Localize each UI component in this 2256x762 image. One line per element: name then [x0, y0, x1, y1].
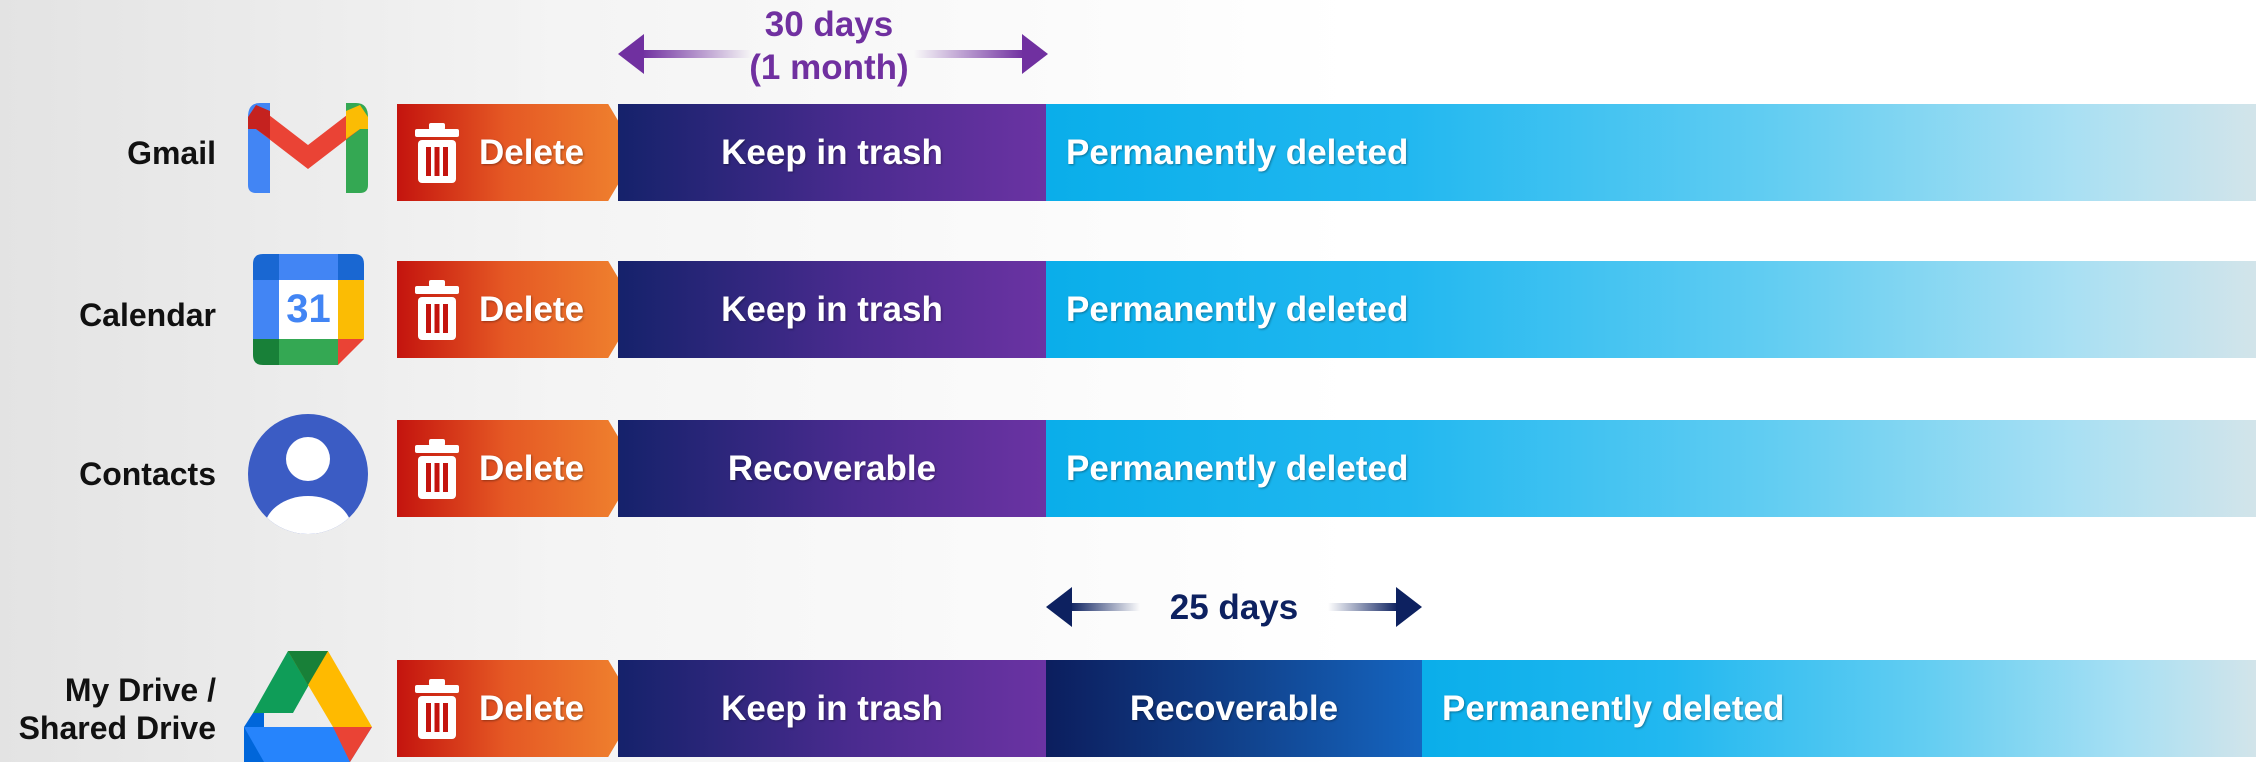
- service-label: Contacts: [79, 456, 216, 492]
- keep-in-trash-stage: Keep in trash: [618, 104, 1046, 201]
- service-label: Gmail: [127, 135, 216, 171]
- drive-icon: [244, 651, 372, 762]
- keep-in-trash-stage: Keep in trash: [618, 660, 1046, 757]
- service-label-line-2: Shared Drive: [18, 710, 216, 746]
- service-label-line-1: My Drive /: [64, 672, 216, 708]
- service-label: My Drive / Shared Drive: [19, 671, 216, 747]
- delete-step: Delete: [397, 420, 637, 517]
- double-arrow-icon: [1046, 587, 1422, 627]
- contacts-icon: [248, 414, 368, 534]
- recoverable-stage: Recoverable: [618, 420, 1046, 517]
- calendar-date: 31: [286, 287, 331, 331]
- trash-icon: [415, 279, 459, 340]
- permanently-deleted-stage: Permanently deleted: [1046, 261, 2256, 358]
- delete-label: Delete: [479, 289, 585, 329]
- annotation-line-1: 30 days: [764, 5, 894, 44]
- double-arrow-icon: [618, 34, 1048, 74]
- gmail-icon: [248, 103, 368, 193]
- permanently-deleted-stage: Permanently deleted: [1046, 420, 2256, 517]
- delete-label: Delete: [479, 688, 585, 728]
- annotation-line-2: (1 month): [749, 48, 909, 87]
- delete-step: Delete: [397, 261, 637, 358]
- delete-label: Delete: [479, 132, 585, 172]
- trash-icon: [415, 122, 459, 183]
- trash-icon: [415, 438, 459, 499]
- service-label: Calendar: [79, 297, 216, 333]
- permanently-deleted-stage: Permanently deleted: [1046, 104, 2256, 201]
- recoverable-stage: Recoverable: [1046, 660, 1422, 757]
- trash-icon: [415, 678, 459, 739]
- delete-step: Delete: [397, 104, 637, 201]
- keep-in-trash-stage: Keep in trash: [618, 261, 1046, 358]
- permanently-deleted-stage: Permanently deleted: [1422, 660, 2256, 757]
- calendar-icon: 31: [253, 254, 364, 365]
- delete-label: Delete: [479, 448, 585, 488]
- annotation-label: 25 days: [1169, 588, 1299, 627]
- delete-step: Delete: [397, 660, 637, 757]
